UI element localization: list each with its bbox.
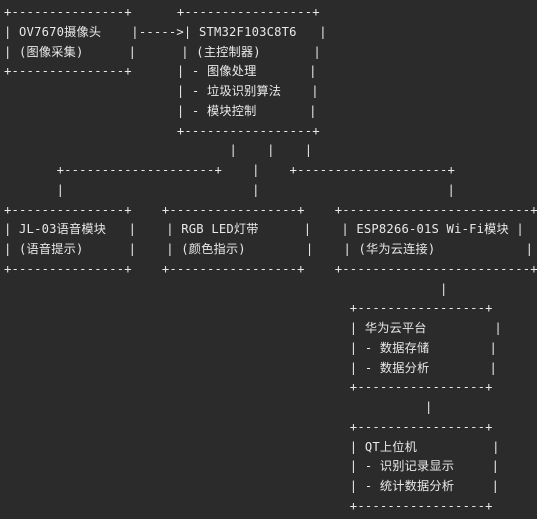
diagram-line: +---------------+ +-----------------+ xyxy=(4,5,320,19)
diagram-line: +-----------------+ xyxy=(4,301,493,316)
diagram-line: | xyxy=(4,400,433,414)
diagram-line: | (语音提示) | | (颜色指示) | | (华为云连接) | xyxy=(4,242,534,256)
diagram-line: | QT上位机 | xyxy=(4,439,500,454)
diagram-line: +-----------------+ xyxy=(4,123,320,138)
diagram-line: | | | xyxy=(4,182,456,197)
diagram-line: | JL-03语音模块 | | RGB LED灯带 | | ESP8266-01… xyxy=(4,222,524,237)
diagram-line: +--------------------+ | +--------------… xyxy=(4,163,456,177)
diagram-line: +-----------------+ xyxy=(4,498,493,513)
diagram-line: | OV7670摄像头 |----->| STM32F103C8T6 | xyxy=(4,24,327,39)
diagram-line: +-----------------+ xyxy=(4,380,493,395)
diagram-line: | - 统计数据分析 | xyxy=(4,479,500,493)
diagram-line: | (图像采集) | | (主控制器) | xyxy=(4,44,321,59)
ascii-architecture-diagram: +---------------+ +-----------------+ | O… xyxy=(4,3,537,517)
diagram-line: | - 模块控制 | xyxy=(4,103,317,118)
diagram-line: | | | xyxy=(4,143,313,158)
diagram-line: +---------------+ +-----------------+ +-… xyxy=(4,261,537,276)
diagram-line: | 华为云平台 | xyxy=(4,321,502,335)
diagram-line: | - 数据分析 | xyxy=(4,360,498,375)
diagram-line: | - 垃圾识别算法 | xyxy=(4,84,319,98)
diagram-line: +-----------------+ xyxy=(4,419,493,434)
diagram-line: +---------------+ | - 图像处理 | xyxy=(4,64,317,79)
diagram-line: | - 识别记录显示 | xyxy=(4,459,500,474)
diagram-line: +---------------+ +-----------------+ +-… xyxy=(4,202,537,217)
diagram-line: | xyxy=(4,281,448,296)
diagram-line: | - 数据存储 | xyxy=(4,340,498,355)
